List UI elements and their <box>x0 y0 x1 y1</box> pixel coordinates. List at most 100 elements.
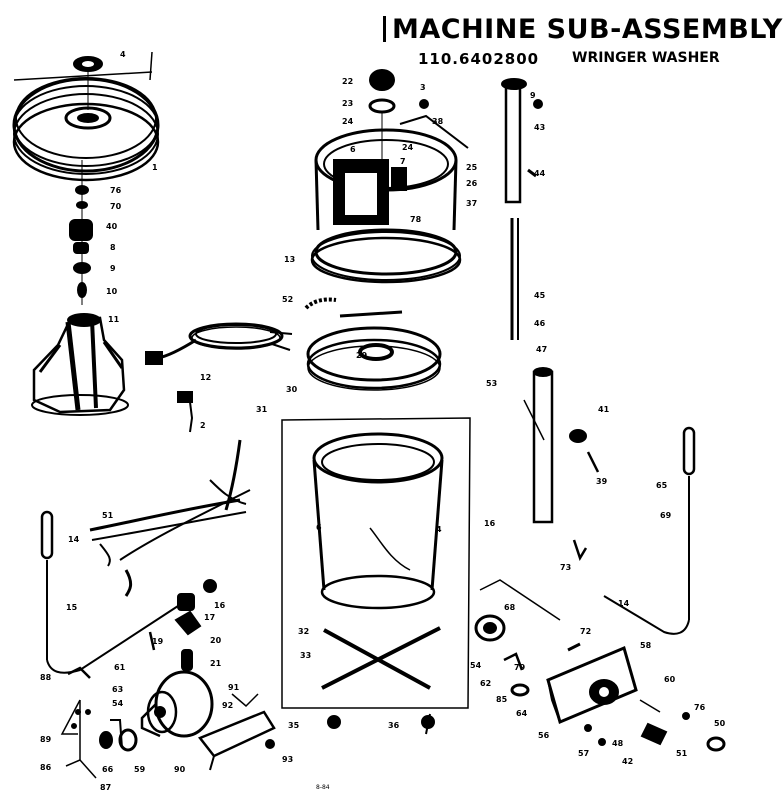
label-8: 8 <box>110 243 116 252</box>
label-76b: 76 <box>694 703 706 712</box>
label-88: 88 <box>40 673 52 682</box>
label-19: 19 <box>152 637 164 646</box>
label-2: 2 <box>200 421 206 430</box>
label-23: 23 <box>342 99 353 108</box>
bracket-parts <box>67 610 202 679</box>
label-54b: 54 <box>470 661 482 670</box>
label-32: 32 <box>298 627 309 636</box>
label-13: 13 <box>284 255 295 264</box>
label-51b: 51 <box>676 749 688 758</box>
label-73: 73 <box>560 563 571 572</box>
label-72: 72 <box>580 627 591 636</box>
label-90: 90 <box>174 765 186 774</box>
label-79: 79 <box>514 663 526 672</box>
label-48: 48 <box>612 739 624 748</box>
label-25: 25 <box>466 163 478 172</box>
label-5: 6 <box>316 523 322 532</box>
label-15: 15 <box>66 603 78 612</box>
label-78: 78 <box>410 215 422 224</box>
label-91: 91 <box>228 683 240 692</box>
label-16-mid: 16 <box>484 519 496 528</box>
label-47: 47 <box>536 345 547 354</box>
label-61: 61 <box>114 663 126 672</box>
label-64: 64 <box>516 709 528 718</box>
label-3: 3 <box>420 83 426 92</box>
label-52: 52 <box>282 295 293 304</box>
label-62: 62 <box>480 679 491 688</box>
label-4b: 4 <box>436 525 442 534</box>
probe-right-part <box>572 426 696 635</box>
label-51: 51 <box>102 511 114 520</box>
part-number-labels: 4 1 76 70 40 8 9 10 11 12 2 51 14 15 16 … <box>40 50 726 792</box>
product-name: WRINGER WASHER <box>572 50 720 66</box>
label-14-right: 14 <box>618 599 630 608</box>
label-89: 89 <box>40 735 52 744</box>
wringer-shaft-part <box>501 78 600 524</box>
label-54: 54 <box>112 699 124 708</box>
label-31: 31 <box>256 405 268 414</box>
label-16-left: 16 <box>214 601 226 610</box>
label-65: 65 <box>656 481 668 490</box>
label-35: 35 <box>288 721 300 730</box>
label-9: 9 <box>110 264 116 273</box>
motor-part <box>99 670 214 752</box>
label-10: 10 <box>106 287 118 296</box>
label-33: 33 <box>300 651 311 660</box>
label-30: 30 <box>286 385 298 394</box>
label-57: 57 <box>578 749 589 758</box>
label-9b: 9 <box>530 91 536 100</box>
label-37: 37 <box>466 199 477 208</box>
label-4: 4 <box>120 50 126 59</box>
label-46: 46 <box>534 319 546 328</box>
label-34: 24 <box>402 143 414 152</box>
label-59: 59 <box>134 765 146 774</box>
label-58: 58 <box>640 641 652 650</box>
label-50: 50 <box>714 719 726 728</box>
label-86: 86 <box>40 763 52 772</box>
label-60: 60 <box>664 675 676 684</box>
label-7: 7 <box>400 157 406 166</box>
label-56: 56 <box>538 731 550 740</box>
label-68: 68 <box>504 603 516 612</box>
pulley-part <box>12 51 160 182</box>
label-69: 69 <box>660 511 672 520</box>
footer-code: 8-84 <box>316 784 330 791</box>
label-87: 87 <box>100 783 111 792</box>
label-1: 1 <box>152 163 158 172</box>
shaft-stack-parts <box>69 160 93 305</box>
label-66: 66 <box>102 765 114 774</box>
label-70: 70 <box>110 202 122 211</box>
tub-top-assembly-part <box>310 69 469 284</box>
label-42: 42 <box>622 757 633 766</box>
label-41: 41 <box>598 405 610 414</box>
agitator-part <box>31 313 129 416</box>
label-6: 6 <box>350 145 356 154</box>
wire-harness-part <box>89 439 251 597</box>
label-12: 12 <box>200 373 211 382</box>
washer-tub-part <box>281 417 471 735</box>
power-cord-part <box>145 322 293 365</box>
label-76: 76 <box>110 186 122 195</box>
label-21: 21 <box>210 659 222 668</box>
label-40: 40 <box>106 222 118 231</box>
label-93: 93 <box>282 755 293 764</box>
label-92: 92 <box>222 701 233 710</box>
label-24: 24 <box>342 117 354 126</box>
label-14-left: 14 <box>68 535 80 544</box>
label-36b: 36 <box>388 721 400 730</box>
page-title: MACHINE SUB-ASSEMBLY <box>392 14 783 45</box>
switch-part <box>177 391 194 433</box>
gearbox-part <box>474 579 726 752</box>
label-44: 44 <box>534 169 546 178</box>
label-85: 85 <box>496 695 508 704</box>
probe-left-part <box>40 510 217 674</box>
label-39: 39 <box>596 477 608 486</box>
label-83: 63 <box>112 685 123 694</box>
model-number: 110.6402800 <box>418 50 540 68</box>
label-22: 22 <box>342 77 353 86</box>
label-26: 26 <box>466 179 478 188</box>
label-53: 53 <box>486 379 497 388</box>
ring-gasket-part <box>304 297 442 391</box>
label-36: 38 <box>432 117 444 126</box>
